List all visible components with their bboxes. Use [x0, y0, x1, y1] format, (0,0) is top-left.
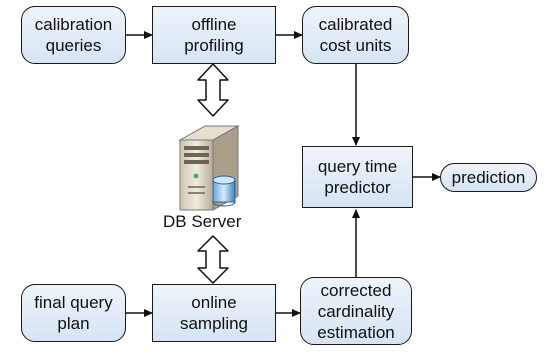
node-final-query-plan-label: final query plan: [34, 293, 113, 333]
node-corrected-cardinality-estimation-label: corrected cardinality estimation: [317, 280, 395, 342]
double-arrow-offline-db: [197, 63, 229, 117]
node-final-query-plan: final query plan: [21, 284, 126, 342]
node-query-time-predictor-label: query time predictor: [317, 157, 398, 197]
node-corrected-cardinality-estimation: corrected cardinality estimation: [300, 277, 412, 345]
node-offline-profiling-label: offline profiling: [184, 15, 244, 55]
node-calibrated-cost-units-label: calibrated cost units: [318, 15, 393, 55]
db-server-icon: [178, 125, 240, 211]
node-calibration-queries-label: calibration queries: [34, 15, 113, 55]
node-query-time-predictor: query time predictor: [302, 146, 413, 208]
node-calibrated-cost-units: calibrated cost units: [302, 6, 409, 64]
node-prediction: prediction: [440, 163, 537, 192]
node-online-sampling-label: online sampling: [179, 293, 249, 333]
double-arrow-db-online: [197, 235, 229, 284]
node-online-sampling: online sampling: [152, 284, 276, 342]
node-prediction-label: prediction: [451, 168, 526, 187]
db-server-label: DB Server: [163, 212, 242, 231]
node-offline-profiling: offline profiling: [152, 6, 276, 64]
node-calibration-queries: calibration queries: [21, 6, 126, 64]
